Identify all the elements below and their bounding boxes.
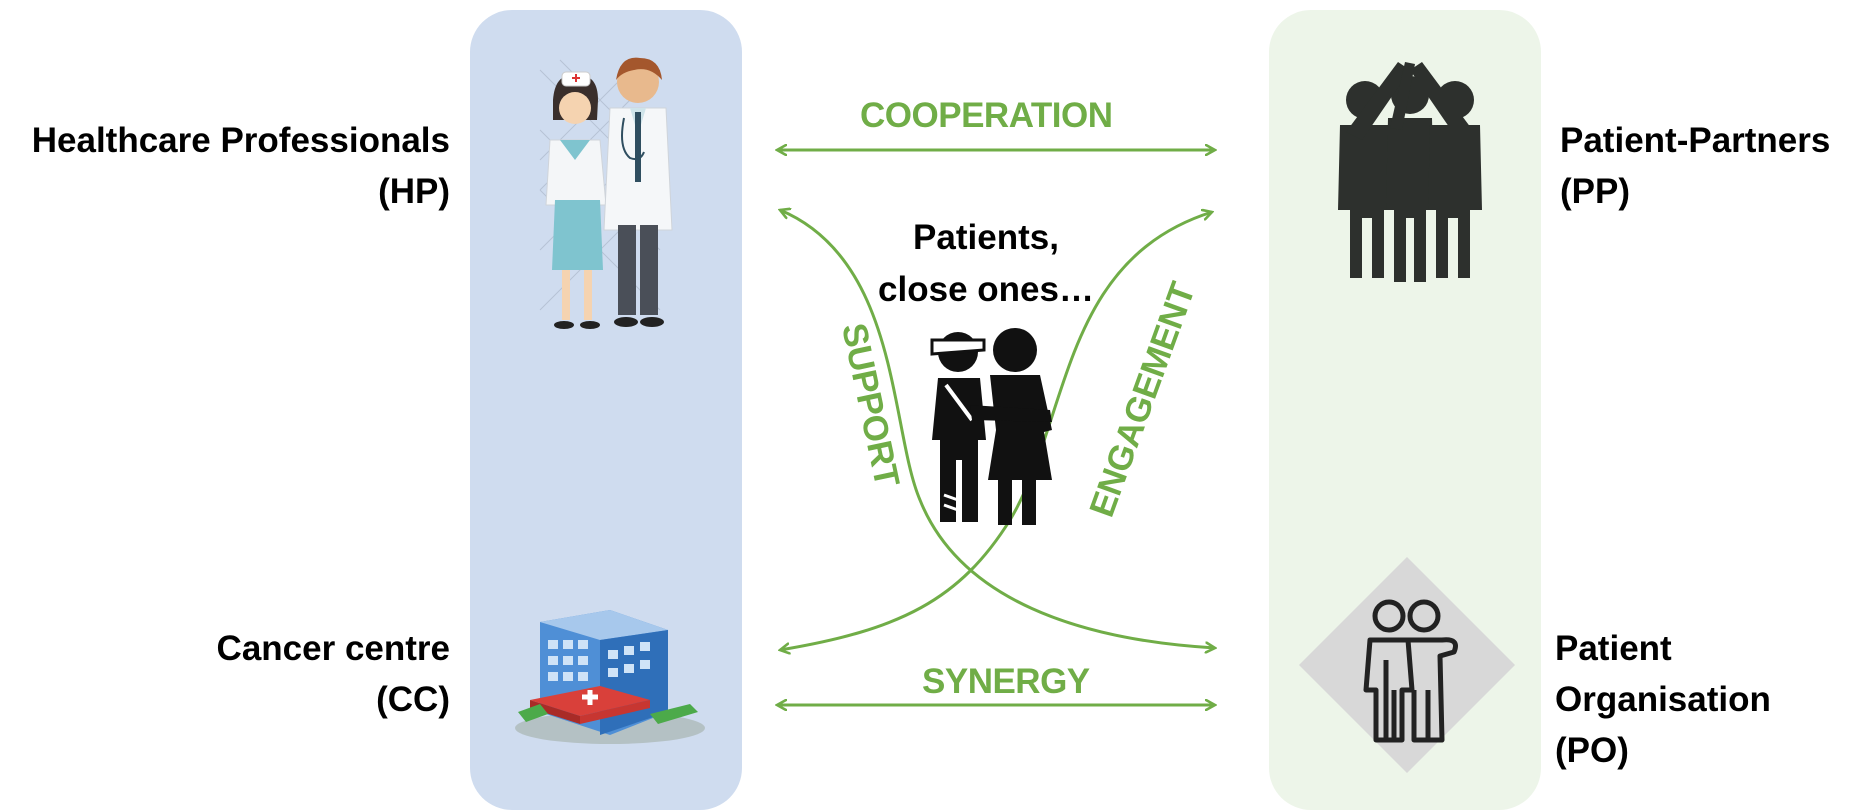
patients-label-line1: Patients, [913,218,1059,257]
engagement-arrow [780,212,1212,650]
po-label: Patient Organisation (PO) [1555,623,1771,776]
pp-label-abbr: (PP) [1560,172,1630,211]
patients-label-line2: close ones… [878,270,1094,309]
group-high-five-icon [1338,62,1482,282]
hospital-building-icon [515,610,705,744]
hp-label-name: Healthcare Professionals [31,121,450,160]
people-diamond-icon [1299,557,1515,773]
cooperation-label: COOPERATION [860,96,1113,135]
hp-label: Healthcare Professionals (HP) [32,115,450,217]
po-label-abbr: (PO) [1555,731,1629,770]
cc-label: Cancer centre (CC) [217,623,450,725]
cc-label-abbr: (CC) [376,680,450,719]
po-label-line1: Patient [1555,629,1672,668]
doctor-nurse-icon [539,57,673,329]
cc-label-name: Cancer centre [216,629,450,668]
patient-and-companion-icon [930,328,1052,525]
hp-label-abbr: (HP) [378,172,450,211]
pp-label: Patient-Partners (PP) [1560,115,1830,217]
pp-label-name: Patient-Partners [1560,121,1831,160]
synergy-label: SYNERGY [922,662,1090,701]
patients-label: Patients, close ones… [846,212,1126,316]
po-label-line2: Organisation [1555,680,1771,719]
